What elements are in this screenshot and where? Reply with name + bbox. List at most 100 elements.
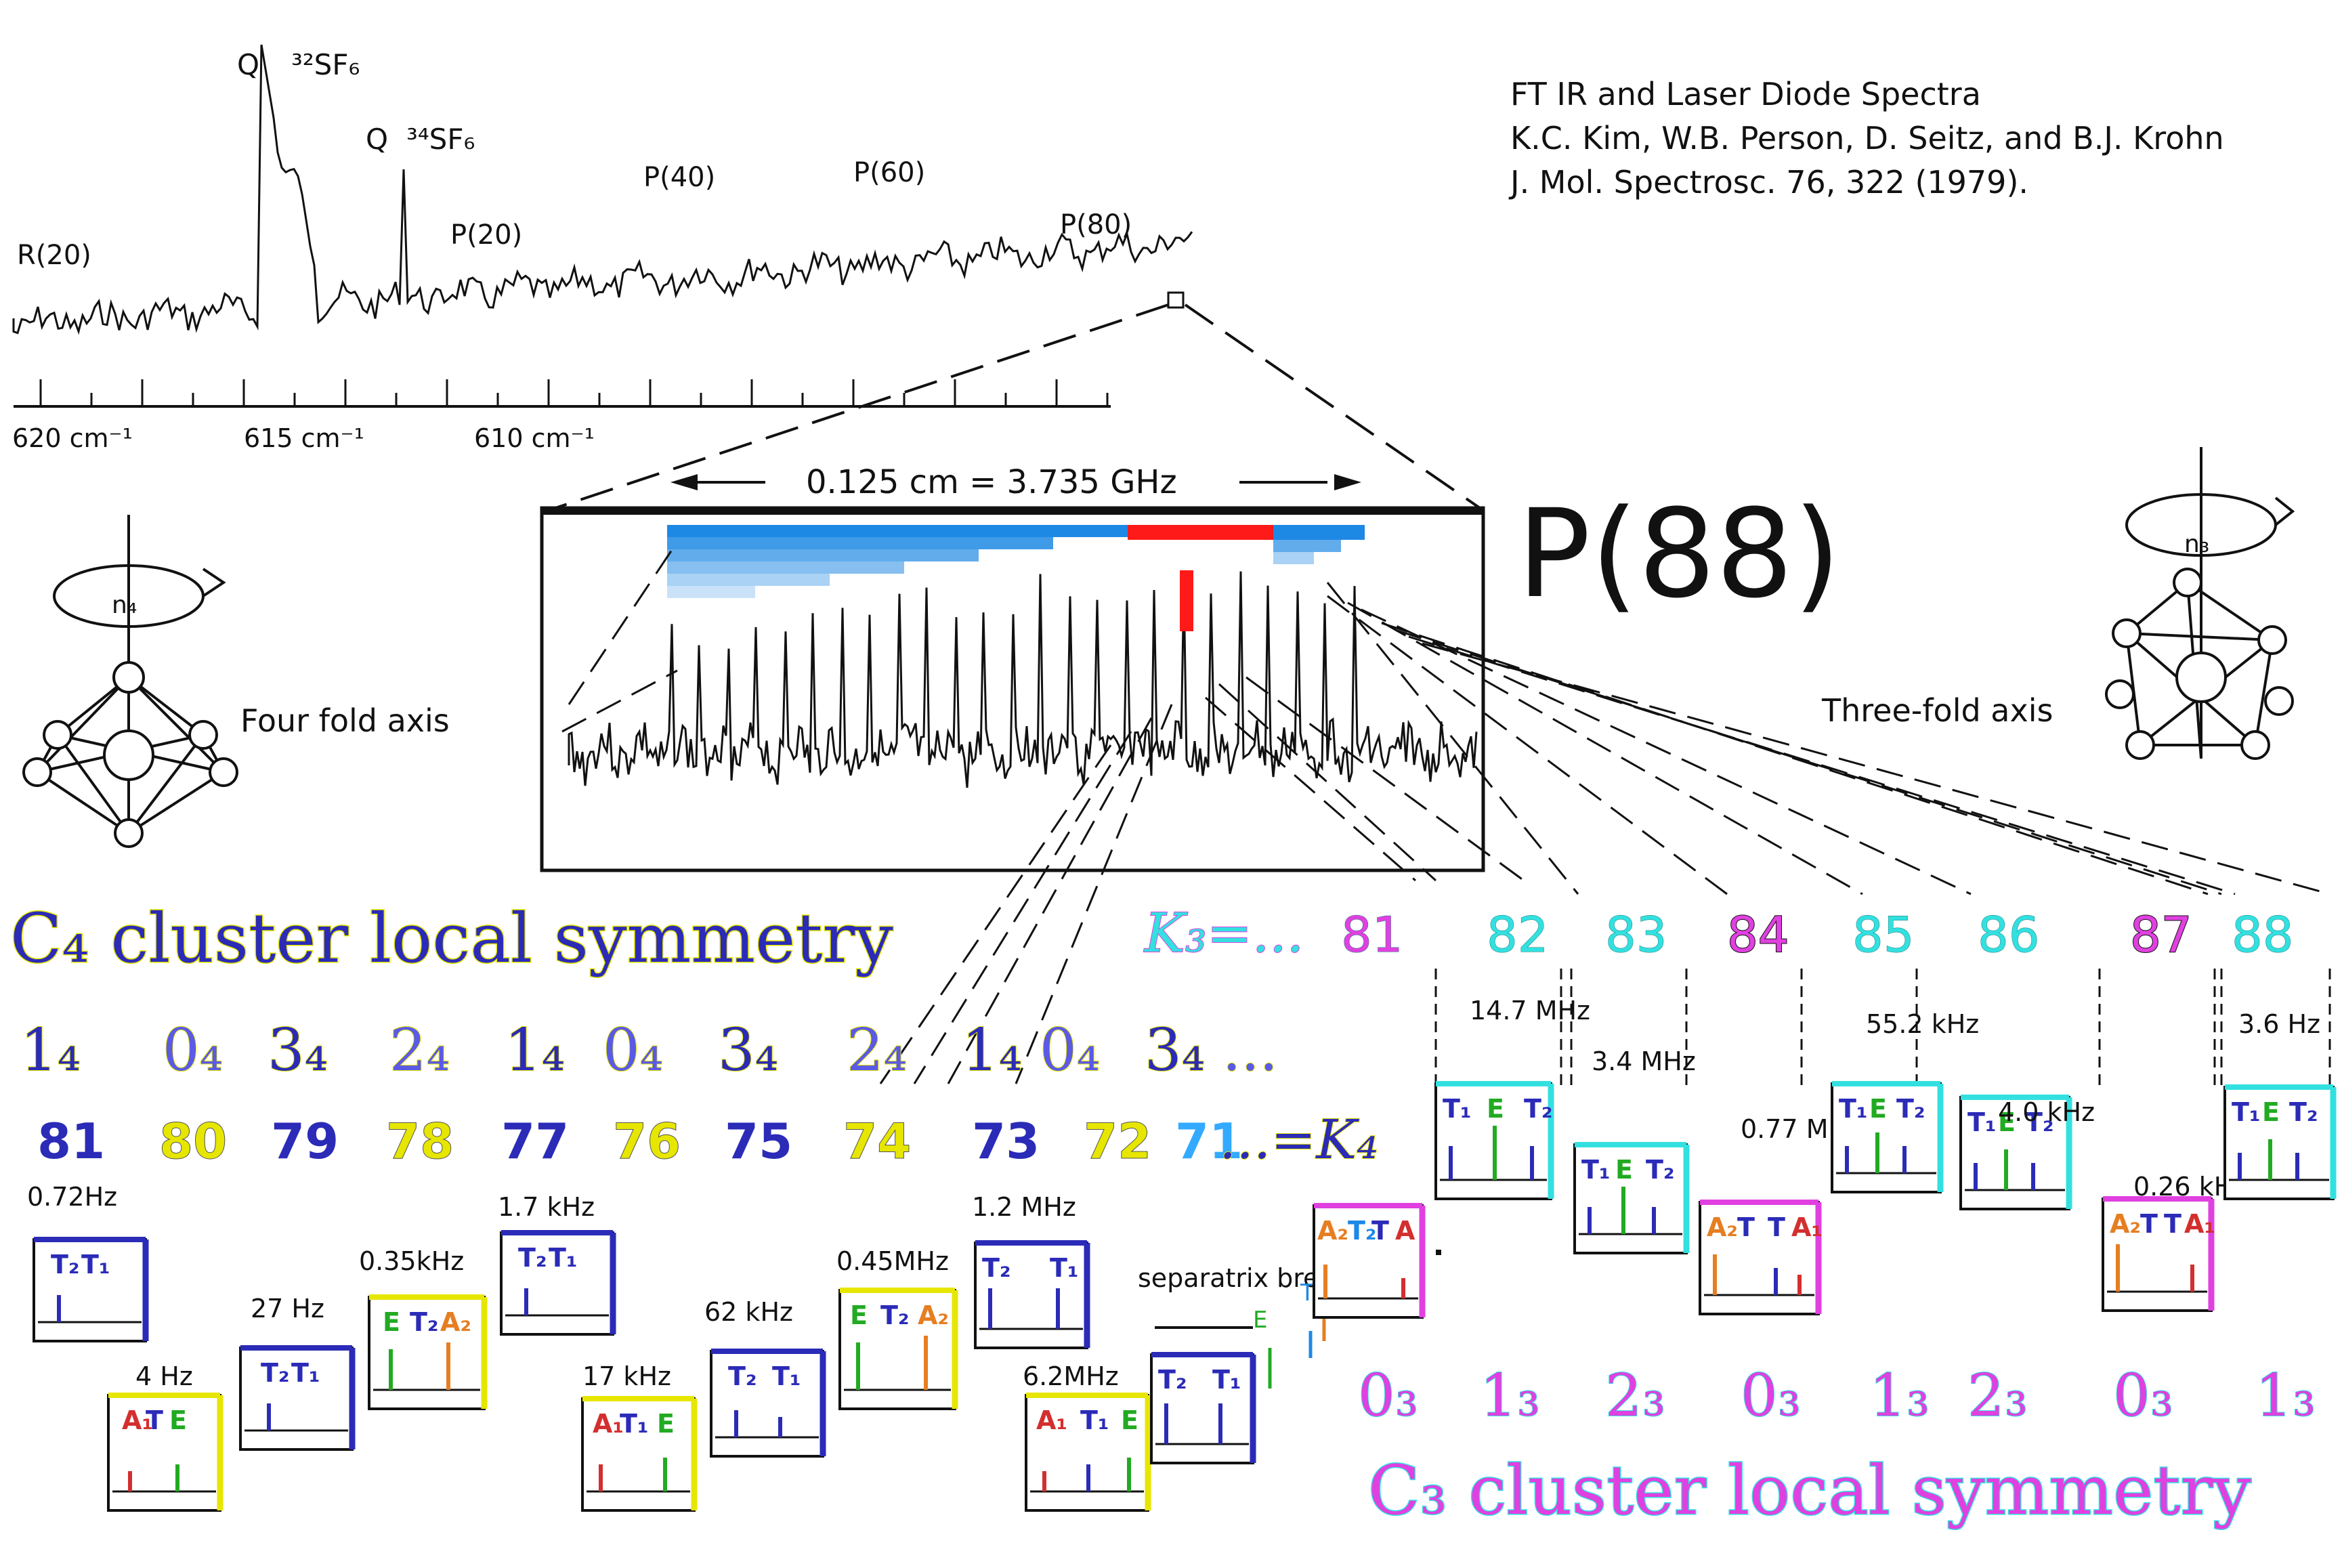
p20-label: P(20) bbox=[450, 219, 522, 251]
svg-text:A₁: A₁ bbox=[1791, 1212, 1823, 1242]
c4-splitting-label: 4 Hz bbox=[135, 1361, 193, 1391]
svg-text:E: E bbox=[1869, 1094, 1887, 1124]
reference-line3: J. Mol. Spectrosc. 76, 322 (1979). bbox=[1508, 164, 2028, 200]
three-fold-molecule bbox=[2105, 447, 2295, 760]
svg-text:T₁: T₁ bbox=[1839, 1094, 1868, 1124]
c4-splitting-label: 0.72Hz bbox=[27, 1182, 117, 1212]
reference-line1: FT IR and Laser Diode Spectra bbox=[1510, 76, 1981, 112]
svg-text:T₁: T₁ bbox=[1581, 1155, 1611, 1185]
c4-splitting-label: 0.45MHz bbox=[836, 1246, 949, 1276]
svg-text:A₂: A₂ bbox=[1707, 1212, 1738, 1242]
c3-k-value: 85 bbox=[1852, 906, 1915, 963]
svg-text:T₁: T₁ bbox=[1050, 1253, 1079, 1283]
c3-symmetry-label: 0₃ bbox=[1358, 1362, 1418, 1430]
c4-splitting-label: 6.2MHz bbox=[1023, 1361, 1119, 1391]
svg-text:E: E bbox=[1121, 1405, 1138, 1435]
c4-level-box: T₂ T₁ bbox=[974, 1240, 1090, 1349]
red-band bbox=[1128, 525, 1273, 540]
c4-splitting-label: 62 kHz bbox=[704, 1297, 793, 1327]
link-lines bbox=[561, 541, 2330, 1084]
svg-text:E: E bbox=[383, 1307, 400, 1337]
c4-k-value: 75 bbox=[725, 1113, 792, 1170]
c3-symmetry-label: 1₃ bbox=[1480, 1362, 1540, 1430]
svg-text:T₂: T₂ bbox=[410, 1307, 439, 1337]
svg-text:T₂: T₂ bbox=[728, 1361, 757, 1391]
c4-k-value: 71 bbox=[1175, 1113, 1243, 1170]
c4-symmetry-label: 3₄ bbox=[1145, 1017, 1205, 1084]
svg-text:T₂: T₂ bbox=[1524, 1094, 1553, 1124]
zoom-color-bars bbox=[667, 525, 1365, 598]
svg-text:E: E bbox=[1615, 1155, 1633, 1185]
zoom-trace bbox=[568, 571, 1478, 788]
c4-symmetry-label: 1₄ bbox=[962, 1017, 1022, 1084]
blue-band bbox=[667, 561, 904, 574]
c4-k-value: 81 bbox=[37, 1113, 105, 1170]
red-center-marker bbox=[1180, 570, 1193, 631]
p60-label: P(60) bbox=[853, 157, 925, 188]
blue-band bbox=[667, 574, 830, 586]
c4-k-suffix: ...=K₄ bbox=[1219, 1108, 1378, 1171]
svg-text:T: T bbox=[1737, 1212, 1755, 1242]
blue-band bbox=[667, 525, 1128, 537]
sf6-34-label: ³⁴SF₆ bbox=[406, 123, 475, 156]
blue-band-right bbox=[1273, 540, 1341, 552]
c4-symmetry-label: ... bbox=[1222, 1017, 1278, 1084]
c4-k-value: 76 bbox=[613, 1113, 681, 1170]
svg-text:A₂: A₂ bbox=[2110, 1209, 2141, 1239]
p88-marker bbox=[1167, 291, 1185, 309]
svg-text:A: A bbox=[1395, 1216, 1415, 1246]
svg-text:T₂: T₂ bbox=[2025, 1107, 2054, 1137]
blue-band-right bbox=[1273, 552, 1314, 564]
svg-text:T₁: T₁ bbox=[549, 1243, 578, 1273]
c3-splitting-label: 3.6 Hz bbox=[2238, 1009, 2320, 1039]
zoom-projection-lines bbox=[555, 303, 1481, 509]
svg-text:T₂: T₂ bbox=[982, 1253, 1011, 1283]
c4-splitting-label: 1.2 MHz bbox=[972, 1192, 1076, 1222]
c4-symmetry-label: 2₄ bbox=[389, 1017, 450, 1084]
survey-ticks bbox=[39, 379, 1109, 406]
svg-text:T: T bbox=[146, 1405, 163, 1435]
zoom-width-label: 0.125 cm = 3.735 GHz bbox=[806, 463, 1177, 501]
q32-label: Q bbox=[237, 48, 259, 81]
svg-text:T₁: T₁ bbox=[1212, 1365, 1241, 1395]
blue-band bbox=[667, 549, 979, 561]
c4-k-value: 77 bbox=[501, 1113, 569, 1170]
svg-text:T₁: T₁ bbox=[2232, 1097, 2261, 1127]
c4-symmetry-label: 3₄ bbox=[268, 1017, 328, 1084]
svg-text:T: T bbox=[2140, 1209, 2158, 1239]
c3-splitting-label: 4.0 kHz bbox=[1998, 1097, 2095, 1127]
svg-text:A₁: A₁ bbox=[122, 1405, 153, 1435]
c4-splitting-label: 27 Hz bbox=[251, 1294, 324, 1323]
q34-label: Q bbox=[366, 123, 388, 156]
svg-text:E: E bbox=[657, 1409, 675, 1439]
svg-text:T₂: T₂ bbox=[261, 1358, 290, 1388]
svg-text:E: E bbox=[169, 1405, 187, 1435]
c3-symmetry-label: 2₃ bbox=[1605, 1362, 1665, 1430]
c3-symmetry-label: 0₃ bbox=[2113, 1362, 2173, 1430]
c4-title: C₄ cluster local symmetry bbox=[10, 899, 893, 978]
c3-k-value: 87 bbox=[2130, 906, 2192, 963]
svg-text:T: T bbox=[2164, 1209, 2181, 1239]
svg-text:T₂: T₂ bbox=[2289, 1097, 2318, 1127]
svg-text:T: T bbox=[1371, 1216, 1389, 1246]
c3-k-value: 88 bbox=[2232, 906, 2294, 963]
svg-text:A₂: A₂ bbox=[1317, 1216, 1348, 1246]
c4-k-value: 79 bbox=[271, 1113, 339, 1170]
c4-symmetry-label: 1₄ bbox=[20, 1017, 81, 1084]
blue-band bbox=[667, 537, 1053, 549]
c3-symmetry-label: 1₃ bbox=[2255, 1362, 2316, 1430]
axis-620: 620 cm⁻¹ bbox=[12, 423, 133, 453]
c3-splitting-label: 14.7 MHz bbox=[1470, 996, 1590, 1025]
svg-text:T₂: T₂ bbox=[1646, 1155, 1675, 1185]
